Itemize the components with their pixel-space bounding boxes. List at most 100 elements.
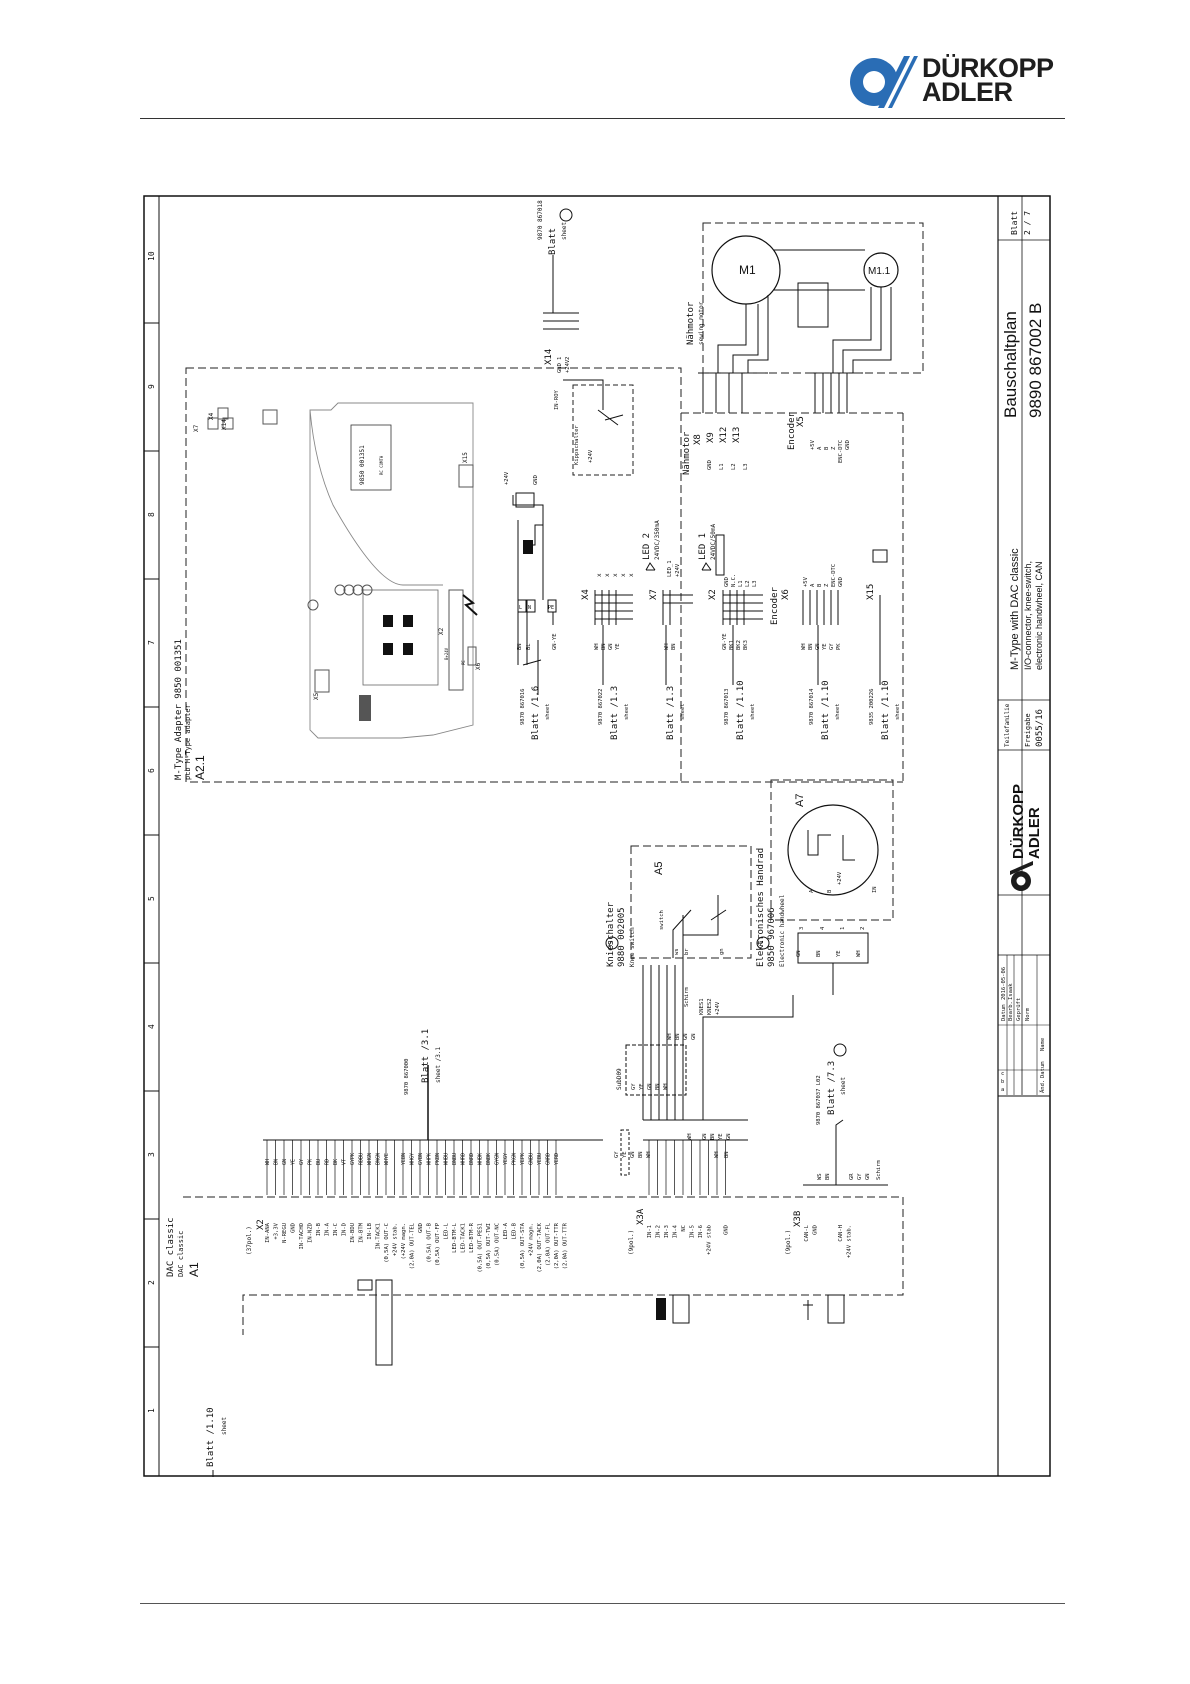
pcb-x15 xyxy=(458,464,474,488)
c3-sheet: sheet xyxy=(680,703,686,720)
pcb-x5 xyxy=(314,669,330,693)
x2-wire-color: BNRD xyxy=(469,1153,475,1165)
x3a-plug-icon xyxy=(656,1298,666,1320)
a21-title: M-Type Adapter 9850 001351 xyxy=(174,639,184,780)
pcb-part-number: 9850 001351 xyxy=(359,445,366,485)
x3b-pin: CAN-L xyxy=(804,1224,810,1241)
x2-wire-color: GNRD xyxy=(546,1153,552,1165)
x3a-color: WH xyxy=(714,1151,720,1158)
pcb-pad xyxy=(403,615,413,627)
x2-pin: +24V magn. xyxy=(529,1223,535,1256)
a7-wire: YE xyxy=(836,950,842,957)
x2-pin: LED-L xyxy=(444,1222,450,1239)
x15-label: X15 xyxy=(866,584,876,600)
x4-pin: x xyxy=(628,573,635,577)
x4-pin: x xyxy=(596,573,603,577)
x3a-dsub-icon xyxy=(672,1294,690,1324)
x2-key-icon xyxy=(357,1279,373,1291)
led1-label: LED 1 xyxy=(698,533,708,560)
c2-sheet: sheet xyxy=(624,703,630,720)
x5-pin-enc: ENC-DTC xyxy=(838,440,844,463)
x2-pin: GND xyxy=(291,1223,297,1233)
fuse-block xyxy=(523,540,533,554)
subd-color: GN xyxy=(647,1083,653,1090)
x3a-color: GY xyxy=(614,1151,620,1158)
x2-wire-color: RDBU xyxy=(359,1153,365,1165)
drawing-desc2: electronic handwheel, CAN xyxy=(1034,561,1044,670)
c5-wire-gy: GY xyxy=(829,643,835,650)
x4-pin: x xyxy=(604,573,611,577)
a5-pin: KNES2 xyxy=(707,998,713,1015)
x2-pin: IN-LB xyxy=(367,1222,373,1239)
x2-wire-color: GYGN xyxy=(495,1153,501,1165)
x3b-schirm: Schirm xyxy=(876,1159,882,1180)
x3a-label: X3A xyxy=(636,1208,646,1225)
x2-wire-color: WHPK xyxy=(427,1153,433,1165)
datum-value: 2016-05-06 xyxy=(1001,967,1007,1000)
grid-number: 1 xyxy=(147,1408,156,1413)
a5-wire: GN xyxy=(691,1033,697,1040)
x2-wire-color: PK xyxy=(308,1159,314,1165)
motor-m1-label: M1 xyxy=(739,263,756,277)
pcb-label-x15: X15 xyxy=(462,452,469,463)
norm-label: Norm xyxy=(1025,1007,1031,1021)
knee-switch-symbol xyxy=(672,895,727,958)
x3b-pin: CAN-H xyxy=(838,1225,844,1242)
a1-x2-label: X2 xyxy=(256,1219,266,1230)
sheet-frame xyxy=(143,195,1051,1477)
x14-pin-1: 1 xyxy=(557,357,563,360)
x3a-pin: IN-2 xyxy=(656,1225,662,1238)
teilefamilie-label: Teilefamilie xyxy=(1004,703,1011,747)
wiring-diagram-svg: 1 2 3 4 5 6 7 8 9 10 Bauschaltplan 9890 … xyxy=(143,195,1051,1477)
adapter-a21: M-Type Adapter 9850 001351 pcb M-Type ad… xyxy=(174,367,682,783)
grid-number: 8 xyxy=(147,512,156,517)
pcb-x2 xyxy=(448,589,464,691)
pcb-label-x14: X14 xyxy=(221,419,228,430)
x3a-wire: WH xyxy=(687,1133,693,1140)
x2-plug-icon xyxy=(715,534,725,576)
pcb-capacitor xyxy=(352,584,364,596)
a5-wire: WH xyxy=(667,1033,673,1040)
x5-label: X5 xyxy=(796,416,806,427)
x6-pin-gnd: GND xyxy=(838,577,844,587)
x3b-sheet: sheet xyxy=(840,1077,847,1095)
brand-mark-icon xyxy=(850,56,918,108)
knee-switch-a5: Knieschalter 9880 002005 Knee switch A5 … xyxy=(605,845,752,1040)
x3b-color: GR xyxy=(849,1173,855,1180)
bearb-label: Bearb. xyxy=(1008,1001,1014,1021)
c5-blatt: Blatt /1.10 xyxy=(821,680,831,740)
x2-wire-color: YERD xyxy=(554,1153,560,1165)
x2-pin: (+24V magn. xyxy=(401,1223,407,1259)
x2-wire-color: BU xyxy=(316,1159,322,1165)
grid-number: 2 xyxy=(147,1280,156,1285)
grid-number: 5 xyxy=(147,896,156,901)
x14-z-marker xyxy=(559,208,573,222)
x14-sheet: sheet xyxy=(561,222,568,240)
encoder-label: Encoder xyxy=(770,586,780,625)
x2-wire-color: WHYE xyxy=(384,1153,390,1165)
drawing-subtitle: M-Type with DAC classic xyxy=(1009,548,1021,670)
x3a-pin: +24V stab xyxy=(707,1225,713,1255)
handwheel-a7: Elektronisches Handrad 9850 967006 Elect… xyxy=(756,779,894,995)
wiring-diagram-sheet: 1 2 3 4 5 6 7 8 9 10 Bauschaltplan 9890 … xyxy=(143,195,1051,1477)
x2-pin: (0,5A) OUT-PES1 xyxy=(478,1223,484,1273)
grid-number: 10 xyxy=(147,251,156,261)
c2-part: 9870 867022 xyxy=(598,689,604,725)
c2-wire-ye: YE xyxy=(615,643,621,650)
x7-pin-24v: +24V xyxy=(675,563,681,577)
x6-pin-b: B xyxy=(817,583,823,587)
x3a-pin: IN-3 xyxy=(664,1225,670,1238)
x2-pin: IN-ANA xyxy=(265,1222,271,1243)
pcb-label-x2: X2 xyxy=(438,627,445,635)
a5-z: Z xyxy=(608,940,612,948)
x2-pin: IN-BTM xyxy=(359,1222,365,1243)
x14-label: X14 xyxy=(544,349,554,365)
x5-pin-a: A xyxy=(817,446,823,450)
c1-blatt: Blatt /1.6 xyxy=(531,686,541,740)
gepr-label: Geprüft xyxy=(1016,998,1022,1021)
a7-pin-num: 2 xyxy=(860,927,866,930)
drawing-desc1: I/O-connector, knee-switch, xyxy=(1023,561,1033,670)
x8-pin-l1: L1 xyxy=(719,463,725,470)
x2-wire-color: YEGY xyxy=(503,1153,509,1165)
